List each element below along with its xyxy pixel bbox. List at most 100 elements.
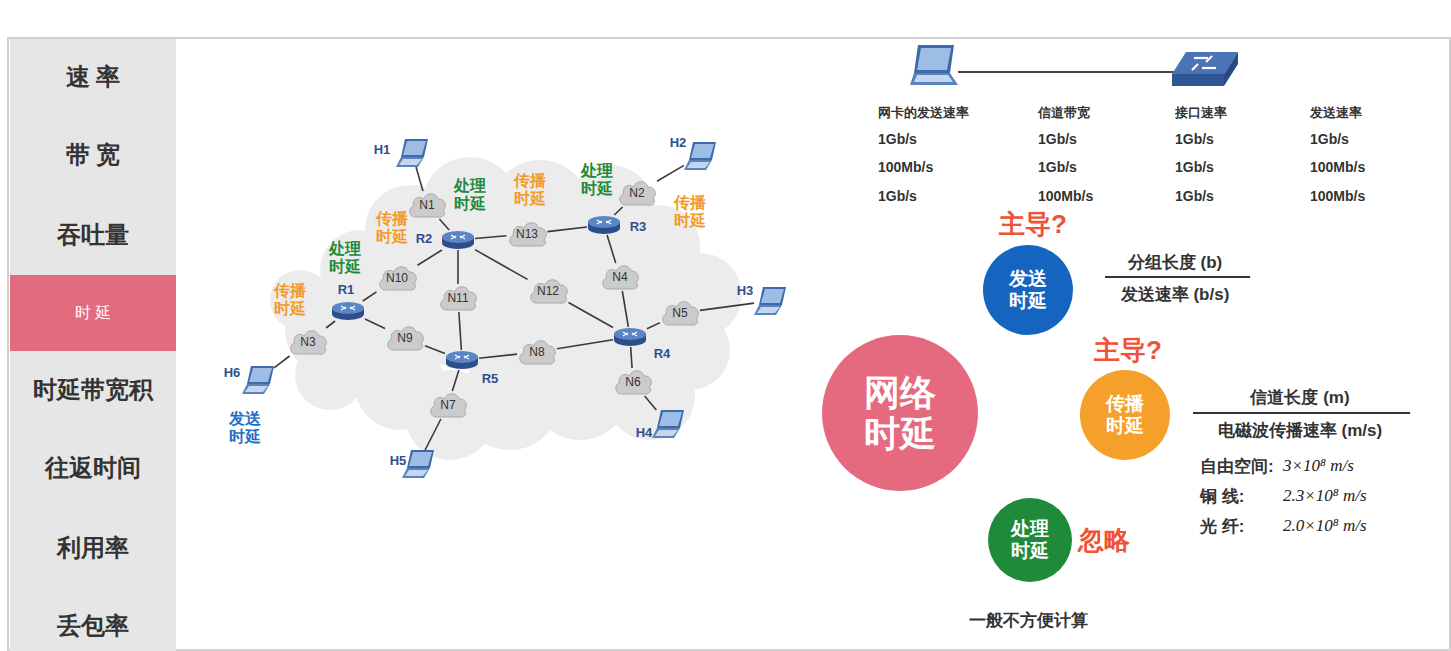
emphasis-note: 忽略 — [1078, 523, 1130, 558]
laptop-shape — [396, 139, 428, 167]
router-name: R4 — [654, 346, 671, 361]
speed-value: 3×10⁸ m/s — [1283, 456, 1354, 476]
delay-circle: 发送时延 — [983, 245, 1073, 335]
network-link — [365, 319, 385, 328]
laptop-icon — [910, 45, 958, 85]
menu-label: 吞吐量 — [57, 219, 129, 251]
host-name: H5 — [390, 453, 407, 468]
router-shape — [445, 350, 479, 370]
menu-label: 速 率 — [66, 61, 121, 93]
network-link — [569, 303, 614, 328]
network-name: N13 — [516, 227, 538, 241]
network-link — [631, 347, 632, 368]
table-cell: 1Gb/s — [878, 131, 917, 147]
table-cell: 1Gb/s — [1038, 159, 1077, 175]
network-cloud: N11 — [438, 284, 478, 312]
switch-icon — [1172, 52, 1238, 86]
network-cloud: N4 — [600, 263, 640, 291]
network-name: N5 — [672, 306, 687, 320]
network-name: N10 — [386, 271, 408, 285]
network-link — [479, 354, 517, 358]
router-icon: R2 — [441, 230, 475, 250]
network-link — [622, 291, 628, 327]
table-cell: 1Gb/s — [1038, 131, 1077, 147]
delay-name: 发送时延 — [1009, 268, 1047, 312]
menu-label: 利用率 — [57, 532, 129, 564]
host-name: H2 — [670, 135, 687, 150]
router-shape — [587, 215, 621, 235]
host-name: H6 — [224, 365, 241, 380]
menu-item: 速 率 — [10, 40, 176, 114]
footnote: 一般不方便计算 — [969, 609, 1088, 632]
router-icon: R1 — [331, 301, 365, 321]
host-laptop: H1 — [396, 139, 428, 167]
network-link — [548, 227, 588, 232]
network-link — [459, 312, 461, 350]
fraction-bar — [1193, 412, 1410, 414]
network-name: N7 — [440, 398, 455, 412]
menu-item: 时延带宽积 — [10, 353, 176, 427]
network-cloud: N3 — [288, 328, 328, 356]
network-link — [452, 370, 459, 391]
laptop-shape — [754, 287, 786, 315]
formula-text: 分组长度 (b) — [1128, 251, 1222, 274]
formula-text: 发送速率 (b/s) — [1121, 283, 1230, 306]
router-name: R3 — [630, 219, 647, 234]
network-name: N2 — [629, 186, 644, 200]
router-name: R2 — [416, 231, 433, 246]
table-header: 信道带宽 — [1038, 104, 1090, 122]
network-link — [274, 356, 290, 368]
network-link — [614, 207, 622, 215]
router-icon: R5 — [445, 350, 479, 370]
network-link — [700, 303, 754, 310]
sidebar — [10, 39, 176, 651]
router-name: R5 — [482, 371, 499, 386]
host-laptop: H4 — [652, 410, 684, 438]
delay-circle: 处理时延 — [988, 498, 1072, 582]
fraction-bar — [1105, 276, 1250, 278]
host-name: H1 — [374, 142, 391, 157]
delay-tag: 传播时延 — [376, 210, 408, 245]
delay-tag: 处理时延 — [329, 240, 361, 275]
table-cell: 1Gb/s — [1310, 131, 1349, 147]
table-header: 接口速率 — [1175, 104, 1227, 122]
table-cell: 1Gb/s — [878, 188, 917, 204]
menu-label: 丢包率 — [57, 610, 129, 642]
emphasis-note: 主导? — [1094, 333, 1162, 368]
router-shape — [613, 327, 647, 347]
router-name: R1 — [338, 282, 355, 297]
network-link — [607, 235, 616, 263]
network-link — [439, 219, 449, 230]
network-cloud: N5 — [660, 299, 700, 327]
formula-text: 铜 线: — [1200, 485, 1244, 508]
menu-label: 时 延 — [75, 303, 111, 324]
laptop-shape — [242, 366, 274, 394]
network-cloud: N10 — [377, 264, 418, 292]
table-cell: 100Mb/s — [878, 159, 933, 175]
network-name: N8 — [529, 345, 544, 359]
router-icon: R3 — [587, 215, 621, 235]
network-cloud: N7 — [428, 391, 468, 419]
menu-item: 时 延 — [10, 275, 176, 351]
network-cloud: N1 — [407, 191, 447, 219]
delay-tag: 发送时延 — [229, 410, 261, 445]
router-shape — [331, 301, 365, 321]
network-cloud — [270, 157, 742, 460]
delay-tag: 处理时延 — [454, 177, 486, 212]
network-cloud: N13 — [507, 220, 548, 248]
menu-item: 利用率 — [10, 511, 176, 585]
menu-item: 往返时间 — [10, 431, 176, 505]
delay-tag: 传播时延 — [674, 194, 706, 229]
host-name: H3 — [737, 283, 754, 298]
formula-text: 光 纤: — [1200, 515, 1244, 538]
network-link — [457, 250, 459, 284]
table-cell: 100Mb/s — [1038, 188, 1093, 204]
delay-circle: 网络时延 — [822, 335, 978, 491]
network-link — [657, 165, 684, 181]
laptop-shape — [652, 410, 684, 438]
menu-label: 带 宽 — [66, 139, 121, 171]
network-cloud: N6 — [613, 368, 653, 396]
emphasis-note: 主导? — [999, 207, 1067, 242]
